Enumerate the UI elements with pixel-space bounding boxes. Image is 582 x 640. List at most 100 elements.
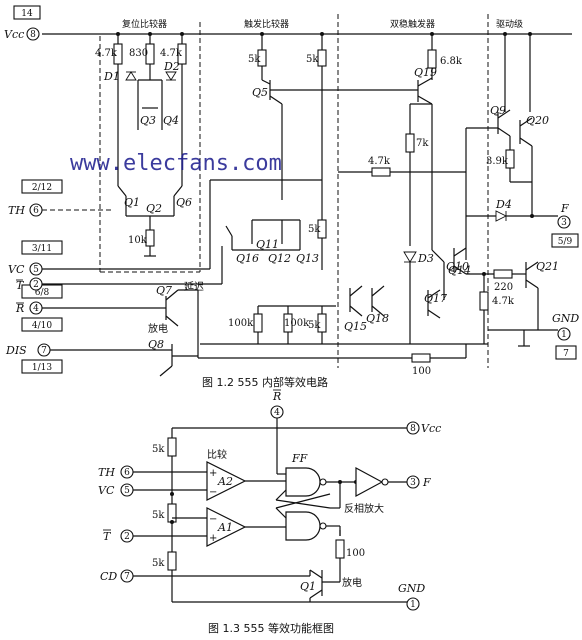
figure-1-3-caption: 图 1.3 555 等效功能框图	[208, 621, 334, 635]
fb-resistor-5k-top-label: 5k	[152, 444, 165, 455]
transistor-q13-label: Q13	[296, 252, 319, 265]
section-trigger-comparator: 触发比较器	[244, 18, 289, 30]
resistor-100k-left	[253, 313, 263, 333]
fb-f-pin-number: 3	[410, 478, 416, 488]
resistor-3-9k-label: 3.9k	[486, 156, 509, 167]
pin-box-14	[13, 5, 41, 20]
watermark: www.elecfans.com	[70, 151, 282, 176]
transistor-q8-label: Q8	[148, 338, 164, 351]
pin-box-6-8-label: 6/8	[35, 288, 50, 298]
r-pin-number: 4	[33, 304, 39, 314]
th-pin-number: 6	[33, 206, 39, 216]
fb-resistor-5k-bot-label: 5k	[152, 558, 165, 569]
fb-resistor-100	[335, 539, 345, 559]
transistor-q19-label: Q19	[414, 66, 437, 79]
transistor-q1-label: Q1	[124, 196, 140, 209]
vc-pin-number: 5	[33, 265, 39, 275]
diode-d4	[495, 210, 508, 222]
fb-th-label: TH	[98, 466, 115, 479]
transistor-q15-label: Q15	[344, 320, 367, 333]
vcc-label: Vcc	[4, 28, 24, 41]
resistor-4-7k-horizontal	[371, 167, 391, 177]
resistor-5k-trigger-right	[317, 49, 327, 67]
diode-d4-label: D4	[495, 198, 512, 211]
transistor-q21-label: Q21	[536, 260, 559, 273]
transistor-q7-label: Q7	[156, 284, 172, 297]
transistor-q12-label: Q12	[268, 252, 291, 265]
pin-box-14-label: 14	[21, 9, 33, 19]
f-pin	[557, 215, 571, 229]
fb-inverter	[355, 466, 384, 498]
pin-box-5-9	[551, 233, 579, 248]
fb-cd-label: CD	[100, 570, 117, 583]
transistor-q20-label: Q20	[526, 114, 549, 127]
fb-comparator-a1	[206, 507, 247, 547]
resistor-6-8k-label: 6.8k	[440, 56, 463, 67]
t-pin-number: 2	[33, 280, 39, 290]
transistor-q18-label: Q18	[366, 312, 389, 325]
resistor-10k-label: 10k	[128, 235, 148, 246]
resistor-5k-bottom-label: 5k	[308, 320, 321, 331]
transistor-q10-label: Q10	[446, 260, 469, 273]
section-reset-comparator: 复位比较器	[122, 18, 167, 30]
f-pin-number: 3	[561, 218, 567, 228]
vcc-pin	[26, 27, 40, 41]
fb-nand-bottom	[285, 511, 321, 541]
diode-d2-label: D2	[163, 60, 180, 73]
fb-a1-label: A1	[217, 521, 233, 534]
diode-d1-label: D1	[103, 70, 120, 83]
t-label: T	[16, 279, 25, 292]
gnd-label: GND	[552, 312, 579, 325]
fb-resistor-5k-top	[167, 437, 177, 457]
fb-resistor-5k-bot	[167, 551, 177, 571]
fb-q1-label: Q1	[300, 580, 316, 593]
transistor-q16-label: Q16	[236, 252, 259, 265]
fb-ff-label: FF	[291, 452, 308, 465]
fb-vcc-pin-number: 8	[410, 424, 416, 434]
fb-f-pin	[406, 475, 420, 489]
transistor-q11-label: Q11	[256, 238, 279, 251]
resistor-5k-trigger-left-label: 5k	[248, 54, 261, 65]
resistor-100-bottom	[411, 353, 431, 363]
pin-box-5-9-label: 5/9	[558, 237, 573, 247]
fb-th-pin-number: 6	[124, 468, 130, 478]
resistor-5k-trigger-right-label: 5k	[306, 54, 319, 65]
diode-d2	[165, 71, 177, 81]
diode-d1	[125, 71, 137, 81]
section-drive-stage: 驱动级	[496, 18, 523, 30]
f-label: F	[560, 202, 569, 215]
discharge-label: 放电	[148, 322, 168, 335]
fb-f-label: F	[422, 476, 431, 489]
fb-r-label: R	[272, 390, 281, 403]
fb-vcc-label: Vcc	[421, 422, 441, 435]
pin-box-2-12-label: 2/12	[32, 183, 52, 193]
transistor-q4-label: Q4	[163, 114, 179, 127]
resistor-7k	[405, 133, 415, 153]
gnd-pin-number: 1	[561, 330, 567, 340]
delay-label: 延迟	[184, 280, 204, 293]
pin-box-7	[555, 345, 577, 360]
resistor-4-7k-out	[479, 291, 489, 311]
resistor-5k-mid-label: 5k	[308, 224, 321, 235]
resistor-4-7k-left-label: 4.7k	[95, 48, 118, 59]
fb-vc-label: VC	[98, 484, 115, 497]
resistor-830-label: 830	[129, 48, 148, 59]
fb-a1-minus: −	[209, 514, 217, 525]
internal-circuit-diagram: 复位比较器 触发比较器 双稳触发器 驱动级 14 Vcc 8 4.7k 830 …	[4, 5, 579, 389]
fb-resistor-5k-mid	[167, 503, 177, 523]
pin-box-4-10-label: 4/10	[32, 321, 52, 331]
fb-a2-label: A2	[217, 475, 233, 488]
diode-d3	[403, 251, 417, 263]
fb-inverting-amp-label: 反相放大	[344, 502, 384, 515]
resistor-4-7k-out-label: 4.7k	[492, 296, 515, 307]
fb-a1-plus: +	[209, 533, 217, 544]
resistor-100k-right-label: 100k	[284, 318, 310, 329]
resistor-4-7k-right-label: 4.7k	[160, 48, 183, 59]
transistor-q9-label: Q9	[490, 104, 506, 117]
fb-gnd-pin-number: 1	[410, 600, 416, 610]
transistor-q17-label: Q17	[424, 292, 447, 305]
fb-r-pin-number: 4	[274, 408, 280, 418]
fb-compare-label: 比较	[207, 448, 227, 461]
fb-t-label: T	[103, 530, 112, 543]
fb-gnd-label: GND	[398, 582, 425, 595]
